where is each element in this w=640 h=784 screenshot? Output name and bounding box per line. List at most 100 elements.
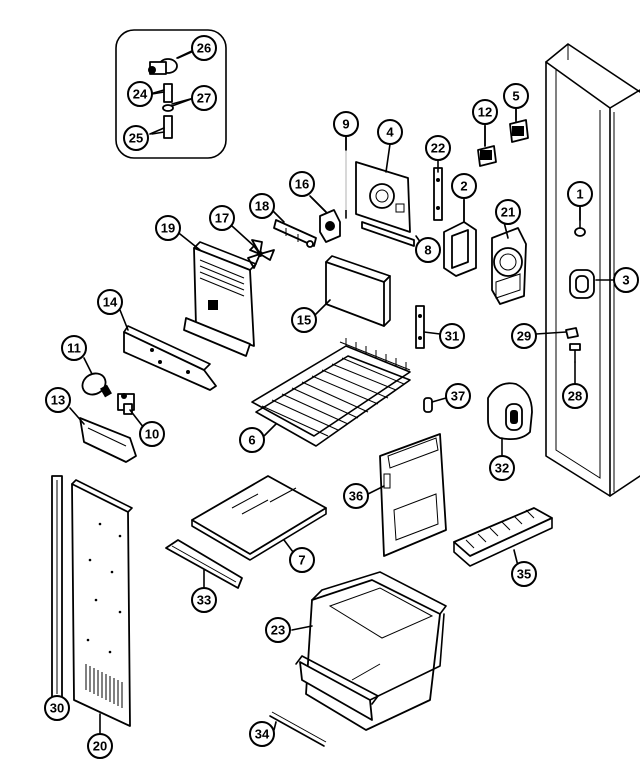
callout-17-label: 17 (215, 211, 229, 226)
part-35-tray (453, 507, 553, 567)
callout-17: 17 (209, 205, 235, 231)
callout-21-label: 21 (501, 205, 515, 220)
part-21-fan-shroud (491, 227, 527, 305)
callout-5: 5 (503, 83, 529, 109)
callout-32-label: 32 (495, 461, 509, 476)
callout-11-label: 11 (67, 341, 81, 356)
callout-30: 30 (44, 695, 70, 721)
callout-4: 4 (377, 119, 403, 145)
part-18-bracket (273, 219, 317, 248)
callout-31-label: 31 (445, 329, 459, 344)
part-22-bracket (433, 167, 443, 221)
part-10-socket (117, 393, 135, 415)
part-12-switch (477, 125, 497, 167)
callout-22: 22 (425, 135, 451, 161)
callout-19: 19 (155, 215, 181, 241)
part-37-pin (423, 397, 433, 413)
callout-9: 9 (333, 111, 359, 137)
leader-lines (56, 49, 617, 737)
callout-15: 15 (291, 307, 317, 333)
callout-26: 26 (191, 35, 217, 61)
part-13-lamp-cover (79, 417, 137, 463)
part-31-strip (415, 305, 425, 349)
callout-9-label: 9 (342, 117, 349, 132)
callout-27-label: 27 (197, 91, 211, 106)
callout-29-label: 29 (517, 329, 531, 344)
callout-5-label: 5 (512, 89, 519, 104)
callout-25-label: 25 (129, 131, 143, 146)
part-23-bin (295, 571, 447, 731)
callout-36-label: 36 (349, 489, 363, 504)
callout-6: 6 (239, 427, 265, 453)
callout-16: 16 (289, 171, 315, 197)
part-2-housing (443, 199, 477, 277)
callout-30-label: 30 (50, 701, 64, 716)
callout-18: 18 (249, 193, 275, 219)
inset-detail-box (115, 29, 227, 159)
part-32-container (487, 382, 533, 441)
callout-34-label: 34 (255, 727, 270, 742)
part-16-motor (311, 197, 341, 243)
callout-8: 8 (415, 237, 441, 263)
part-11-bulb (81, 372, 112, 398)
callout-24-label: 24 (133, 87, 148, 102)
cabinet-liner (545, 43, 640, 497)
callout-2: 2 (451, 173, 477, 199)
callout-37-label: 37 (451, 389, 465, 404)
callout-3: 3 (613, 267, 639, 293)
callout-12: 12 (472, 99, 498, 125)
callout-10: 10 (139, 421, 165, 447)
callout-35: 35 (511, 561, 537, 587)
callout-4-label: 4 (386, 125, 394, 140)
part-17-fan-blade (247, 239, 275, 269)
part-19-air-duct (183, 241, 257, 357)
callout-28: 28 (562, 383, 588, 409)
part-5-switch (509, 105, 529, 143)
callout-14-label: 14 (103, 295, 118, 310)
callout-33-label: 33 (197, 593, 211, 608)
callout-32: 32 (489, 455, 515, 481)
callout-14: 14 (97, 289, 123, 315)
callout-23-label: 23 (271, 623, 285, 638)
part-33-rail (165, 539, 243, 589)
callout-20-label: 20 (93, 739, 107, 754)
callout-31: 31 (439, 323, 465, 349)
callout-13: 13 (45, 387, 71, 413)
callout-12-label: 12 (478, 105, 492, 120)
callout-28-label: 28 (568, 389, 582, 404)
callout-1: 1 (567, 181, 593, 207)
callout-35-label: 35 (517, 567, 531, 582)
callout-23: 23 (265, 617, 291, 643)
callout-29: 29 (511, 323, 537, 349)
callout-10-label: 10 (145, 427, 159, 442)
callout-37: 37 (445, 383, 471, 409)
part-34-strip (269, 711, 327, 747)
callout-25: 25 (123, 125, 149, 151)
part-36-panel (379, 433, 447, 557)
callout-2-label: 2 (460, 179, 467, 194)
part-4-bracket (355, 161, 415, 247)
callout-33: 33 (191, 587, 217, 613)
callout-8-label: 8 (424, 243, 431, 258)
callout-20: 20 (87, 733, 113, 759)
callout-19-label: 19 (161, 221, 175, 236)
callout-36: 36 (343, 483, 369, 509)
callout-24: 24 (127, 81, 153, 107)
part-30-strip (51, 475, 63, 699)
part-20-rear-panel (71, 479, 133, 727)
callout-16-label: 16 (295, 177, 309, 192)
part-14-light-bracket (123, 325, 217, 391)
callout-13-label: 13 (51, 393, 65, 408)
callout-34: 34 (249, 721, 275, 747)
callout-3-label: 3 (622, 273, 629, 288)
callout-22-label: 22 (431, 141, 445, 156)
part-7-glass-shelf (191, 475, 327, 561)
callout-27: 27 (191, 85, 217, 111)
callout-18-label: 18 (255, 199, 269, 214)
callout-6-label: 6 (248, 433, 255, 448)
callout-26-label: 26 (197, 41, 211, 56)
callout-11: 11 (61, 335, 87, 361)
part-15-cover-panel (325, 255, 391, 327)
